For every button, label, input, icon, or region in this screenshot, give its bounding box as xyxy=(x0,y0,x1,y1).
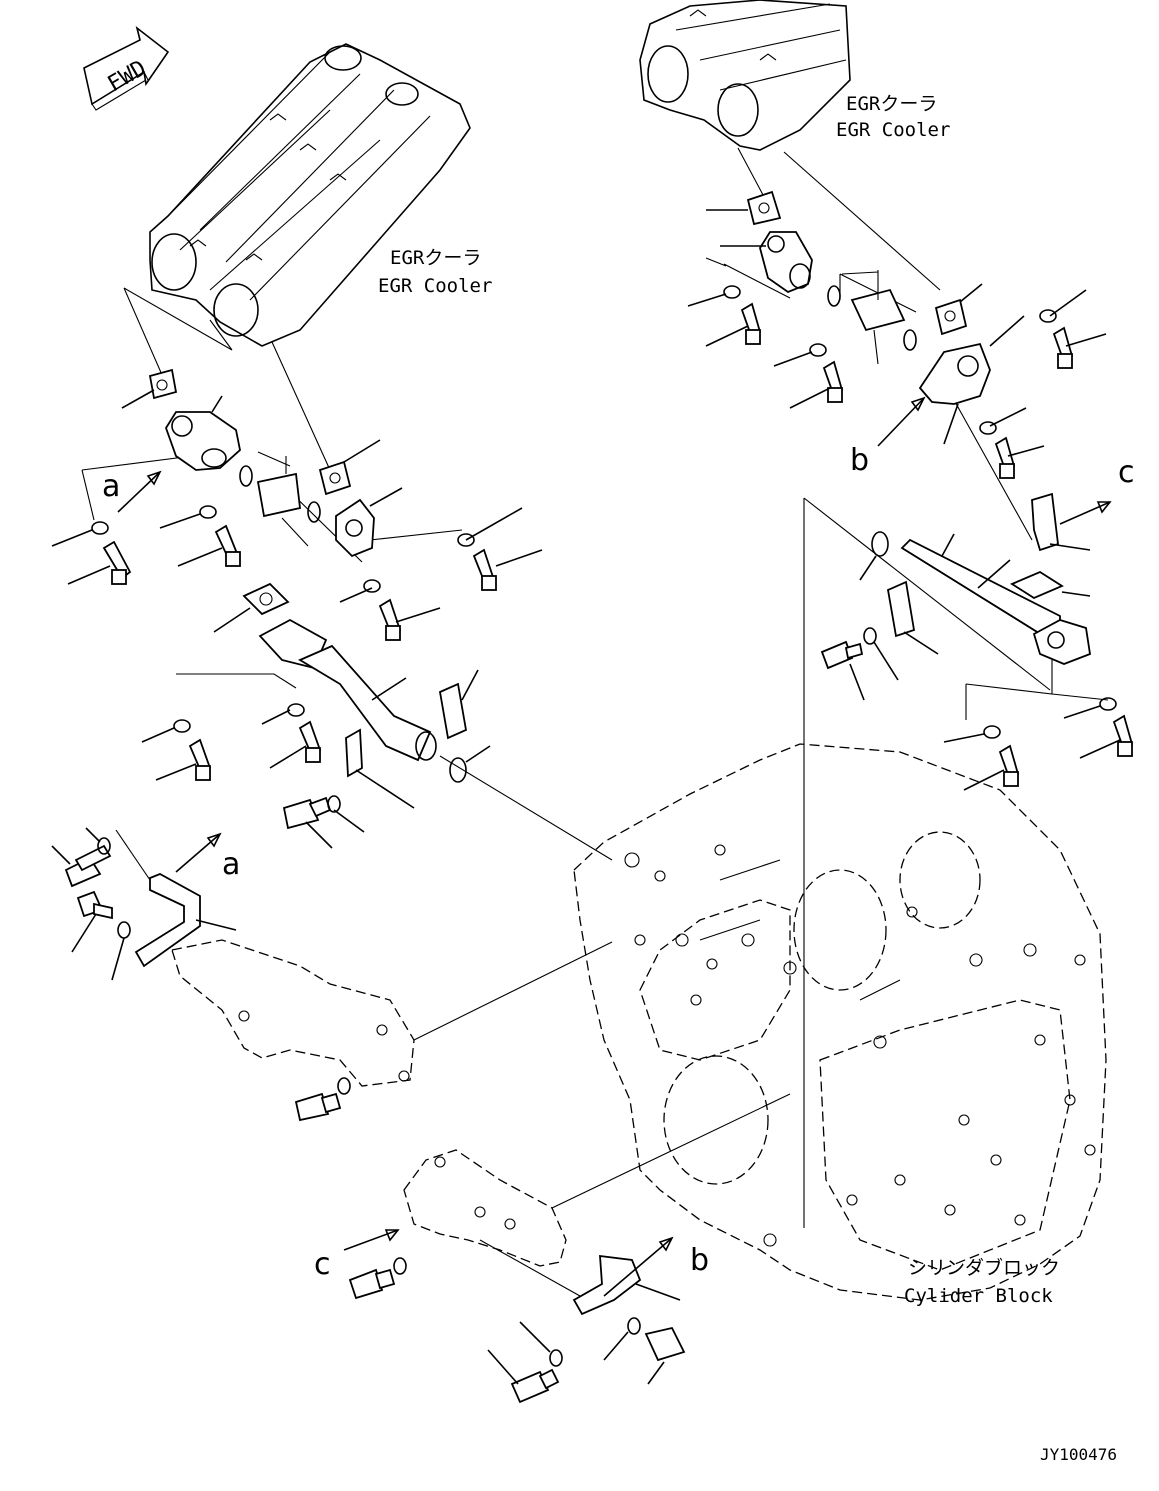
egr-cooler-left-en: EGR Cooler xyxy=(378,275,492,297)
bracket-b-group: b xyxy=(487,1236,709,1404)
left-connector-block xyxy=(335,487,403,558)
left-pipe-oring xyxy=(449,745,491,783)
marker-b-bottom-label: b xyxy=(690,1243,709,1278)
marker-a-upper-label: a xyxy=(102,469,120,504)
right-egr-pipe xyxy=(859,531,1091,665)
left-bolts-group xyxy=(51,505,543,641)
cylinder-block-drawing xyxy=(573,743,1107,1301)
egr-cooler-left-drawing xyxy=(149,43,471,347)
cylinder-block-jp: シリンダブロック xyxy=(908,1256,1060,1279)
marker-a-upper: a xyxy=(102,469,162,513)
left-elbow-housing xyxy=(165,395,241,471)
fwd-arrow: FWD xyxy=(83,25,170,111)
right-gasket-upper xyxy=(706,190,782,226)
egr-cooler-left-jp: EGRクーラ xyxy=(390,247,481,269)
mounting-plate-bottom-dashed: c xyxy=(314,1093,791,1300)
left-egr-pipe xyxy=(258,618,437,762)
right-pipe-bolts xyxy=(820,627,1134,791)
drawing-id: JY100476 xyxy=(1040,1445,1117,1464)
leader-left-frame xyxy=(81,287,613,861)
left-gasket-mid xyxy=(318,439,381,496)
mounting-plate-left-dashed xyxy=(171,939,613,1122)
marker-b-right: b xyxy=(850,396,926,478)
bracket-a-group: a xyxy=(51,827,240,981)
right-bolts-group xyxy=(687,285,1107,479)
egr-cooler-right-jp: EGRクーラ xyxy=(846,93,937,115)
left-pipe-clamps xyxy=(345,669,479,809)
cylinder-block-en: Cylider Block xyxy=(904,1285,1053,1307)
marker-b-right-label: b xyxy=(850,443,869,478)
marker-a-bracket-label: a xyxy=(222,847,240,882)
egr-cooler-right-drawing xyxy=(639,0,851,151)
egr-cooler-right-en: EGR Cooler xyxy=(836,119,950,141)
left-pipe-bolts xyxy=(141,673,365,849)
left-lower-gasket xyxy=(213,582,290,633)
left-gasket-upper xyxy=(121,368,178,409)
left-orings-and-tube xyxy=(239,451,321,547)
right-connector-housing xyxy=(918,315,1025,445)
marker-c-right-label: c xyxy=(1118,455,1135,490)
marker-c-bottom-label: c xyxy=(314,1247,331,1282)
right-clamp-c: c xyxy=(1031,455,1135,552)
right-orings-and-tube xyxy=(827,270,917,365)
right-gasket-mid xyxy=(934,283,983,336)
right-elbow-housing xyxy=(720,231,813,294)
